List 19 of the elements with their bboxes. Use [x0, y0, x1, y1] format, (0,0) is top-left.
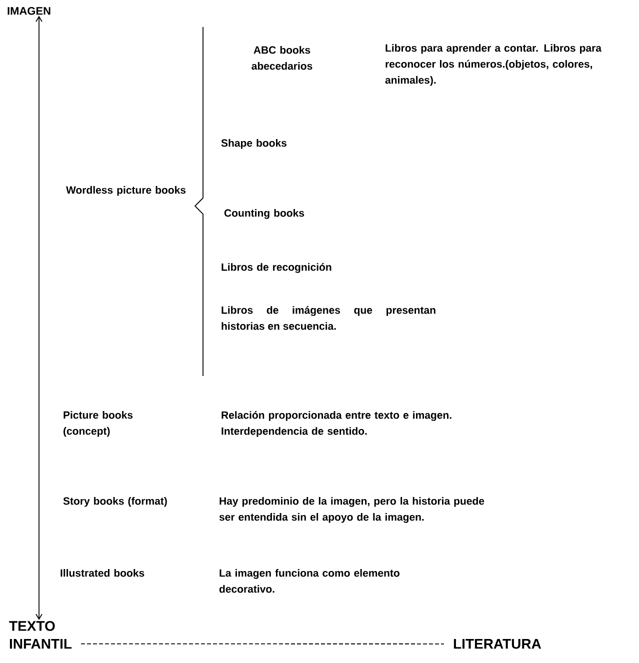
category-label: Illustrated books [60, 569, 144, 577]
category-label: ABC books abecedarios [252, 46, 312, 70]
category-label: Shape books [221, 139, 286, 149]
axis-label: INFANTIL [10, 639, 72, 649]
description-text: La imagen funciona como elemento decorativo. [219, 569, 400, 593]
axis-label: LITERATURA [454, 639, 542, 649]
category-label: Story books (format) [63, 497, 167, 507]
category-label: Wordless picture books [66, 186, 186, 196]
description-text: Libros de imágenes que presentan historias en secuencia. [222, 306, 436, 330]
axis-label: TEXTO [9, 621, 55, 631]
dashed-line [80, 643, 444, 644]
description-text: Hay predominio de la imagen, pero la historia puede ser entendida sin el apoyo de la imagen. [219, 497, 484, 523]
axis-label: IMAGEN [8, 7, 50, 15]
category-label: Libros de recognición [222, 263, 332, 273]
axis-arrow [36, 16, 42, 620]
category-label: Picture books (concept) [64, 411, 133, 437]
description-text: Libros para aprender a contar. Libros para reconocer los números.(objetos, colores, animales). [385, 44, 602, 86]
description-text: Relación proporcionada entre texto e imagen. Interdependencia de sentido. [222, 411, 452, 437]
category-label: Counting books [224, 209, 304, 219]
